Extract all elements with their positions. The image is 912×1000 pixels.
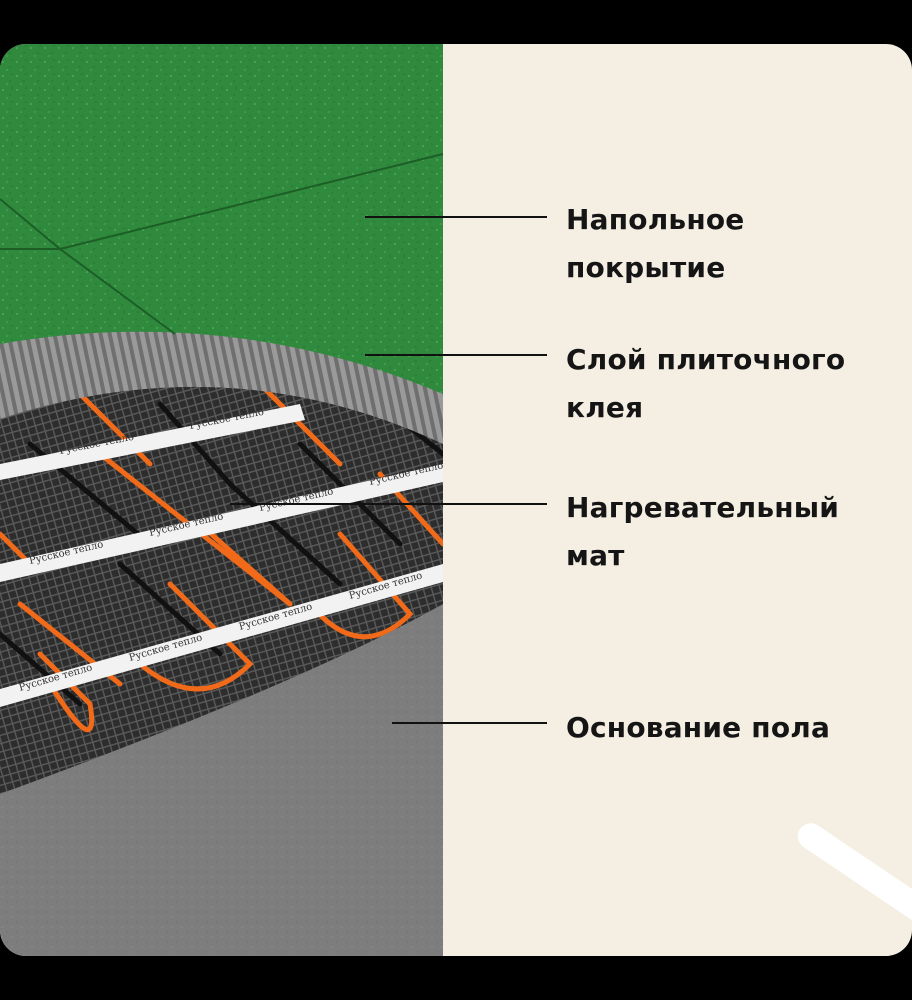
leader-line-floor-covering (365, 216, 547, 218)
label-floor-base: Основание пола (566, 704, 830, 752)
floor-covering-layer (0, 44, 443, 394)
leader-line-adhesive (365, 354, 547, 356)
label-heating-mat-line-2: мат (566, 539, 625, 572)
leader-line-heating-mat (230, 503, 547, 505)
heating-cables (0, 371, 443, 733)
label-heating-mat-line-1: Нагревательный (566, 491, 840, 524)
leader-line-base (392, 722, 547, 724)
label-floor-covering-line-1: Напольное (566, 203, 745, 236)
label-tile-adhesive-line-1: Слой плиточного (566, 343, 846, 376)
label-floor-covering-line-2: покрытие (566, 251, 726, 284)
decorative-stroke (792, 818, 912, 952)
label-tile-adhesive: Слой плиточного клея (566, 336, 845, 432)
label-floor-covering: Напольное покрытие (566, 196, 745, 292)
label-tile-adhesive-line-2: клея (566, 391, 644, 424)
label-heating-mat: Нагревательный мат (566, 484, 839, 580)
label-floor-base-line-1: Основание пола (566, 711, 831, 744)
